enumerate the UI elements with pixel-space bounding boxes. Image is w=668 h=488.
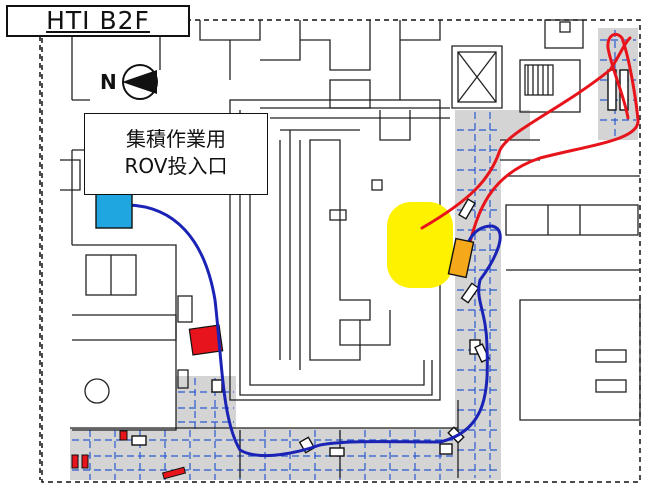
small-red-marks — [71, 430, 187, 480]
north-letter: N — [100, 70, 117, 94]
work-area-grid — [72, 30, 636, 480]
rov-route-blue — [123, 203, 502, 458]
target-area-yellow — [387, 202, 453, 288]
north-arrow-icon — [122, 64, 158, 100]
callout-line-2: ROV投入口 — [124, 154, 228, 178]
rov-entry-callout: 集積作業用 ROV投入口 — [84, 113, 268, 195]
robot-route-red — [420, 32, 640, 252]
work-area-zones — [70, 28, 638, 480]
orange-device — [447, 237, 475, 279]
floor-label: HTI B2F — [6, 5, 190, 37]
red-marker-block — [188, 324, 224, 356]
callout-line-1: 集積作業用 — [126, 127, 226, 151]
building-outline — [41, 19, 641, 483]
